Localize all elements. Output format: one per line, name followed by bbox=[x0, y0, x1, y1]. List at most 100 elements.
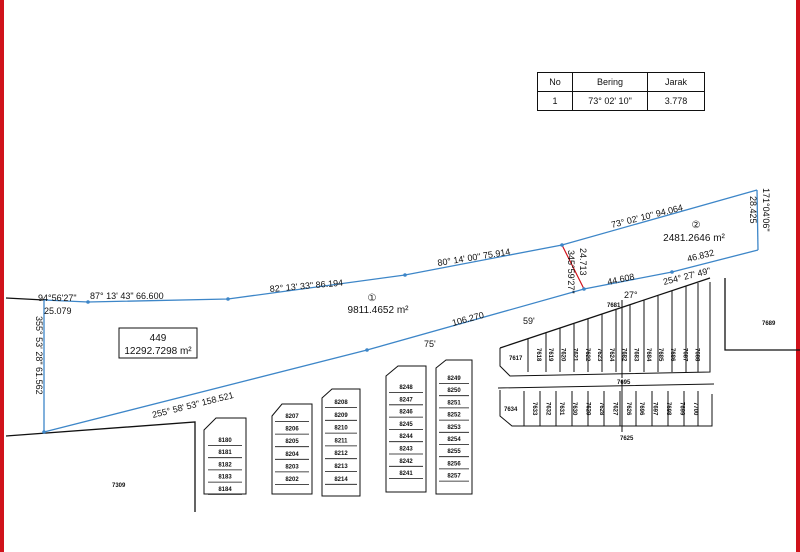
lot-number: 8212 bbox=[334, 451, 348, 457]
right-red-border bbox=[796, 0, 800, 552]
lot-number: 8253 bbox=[447, 425, 461, 431]
lot-number: 8243 bbox=[399, 447, 413, 453]
lot-number: 7627 bbox=[611, 402, 617, 416]
label-s3: 44.608 bbox=[606, 271, 635, 287]
parcel-2-number: ② bbox=[692, 220, 701, 231]
lot-number: 8213 bbox=[334, 464, 348, 470]
lot-number: 7629 bbox=[585, 402, 591, 416]
block-8248 bbox=[385, 365, 427, 493]
lot-number: 8182 bbox=[218, 462, 232, 468]
lot-number: 7631 bbox=[558, 402, 564, 416]
lot-number: 7620 bbox=[559, 348, 565, 362]
lot-number: 7697 bbox=[652, 402, 658, 416]
label-n6: 73° 02' 10" 94.064 bbox=[610, 202, 684, 230]
lot-number: 8181 bbox=[218, 450, 232, 456]
block-8202 bbox=[271, 403, 313, 495]
lot-number: 8208 bbox=[334, 400, 348, 406]
lot-7634: 7634 bbox=[504, 407, 518, 413]
lot-7617: 7617 bbox=[509, 356, 523, 362]
lot-number: 8205 bbox=[285, 439, 299, 445]
lot-number: 8207 bbox=[285, 414, 299, 420]
lot-number: 7618 bbox=[535, 348, 541, 362]
lot-number: 8246 bbox=[399, 410, 413, 416]
lot-number: 8250 bbox=[447, 388, 461, 394]
lot-number: 8257 bbox=[447, 474, 461, 480]
lot-number: 7632 bbox=[544, 402, 550, 416]
lot-number: 7633 bbox=[531, 402, 537, 416]
label-n5: 80° 14' 00" 75.914 bbox=[437, 247, 511, 268]
lot-number: 8249 bbox=[447, 376, 461, 382]
east-boundary bbox=[756, 189, 759, 251]
label-e2: 28.425 bbox=[748, 196, 758, 224]
lot-number: 8206 bbox=[285, 427, 299, 433]
table-cell-jarak: 3.778 bbox=[647, 91, 705, 111]
lot-number: 8202 bbox=[285, 477, 299, 483]
lot-number: 8254 bbox=[447, 437, 461, 443]
label-s5: 106.270 bbox=[451, 310, 485, 328]
lot-number: 8252 bbox=[447, 413, 461, 419]
lot-number: 7684 bbox=[645, 348, 651, 362]
lot-number: 8209 bbox=[334, 413, 348, 419]
lot-number: 7698 bbox=[665, 402, 671, 416]
lot-number: 8183 bbox=[218, 475, 232, 481]
lot-number: 7619 bbox=[547, 348, 553, 362]
lot-7617-outline bbox=[499, 282, 711, 377]
lot-7625: 7625 bbox=[620, 436, 634, 442]
lot-number: 7621 bbox=[572, 348, 578, 362]
lot-number: 8244 bbox=[399, 434, 413, 440]
left-red-border bbox=[0, 0, 4, 552]
lot-number: 8184 bbox=[218, 487, 232, 493]
lot-number: 7699 bbox=[678, 402, 684, 416]
neighbour-linework bbox=[5, 277, 800, 512]
parcel-split-line bbox=[561, 244, 585, 290]
lot-7617-group bbox=[497, 282, 715, 432]
lot-number: 7626 bbox=[625, 402, 631, 416]
parcel-2-area: 2481.2646 m² bbox=[663, 233, 725, 244]
label-m1: 24.713 bbox=[578, 248, 588, 276]
boundary-vertices bbox=[42, 243, 674, 434]
lot-number: 8248 bbox=[399, 385, 413, 391]
lot-number: 8242 bbox=[399, 459, 413, 465]
parcel-1-area: 9811.4652 m² bbox=[348, 305, 410, 316]
parcel-449-area: 12292.7298 m² bbox=[124, 346, 192, 357]
parcel-449-id: 449 bbox=[150, 333, 167, 344]
lot-7634-outline bbox=[497, 383, 715, 427]
parcel-449-box bbox=[118, 327, 198, 359]
label-s6: 59' bbox=[523, 316, 535, 326]
lot-number: 7685 bbox=[657, 348, 663, 362]
lot-number: 7683 bbox=[633, 348, 639, 362]
label-s4: 27° bbox=[624, 290, 638, 300]
lot-number: 8245 bbox=[399, 422, 413, 428]
lot-7634-dividers bbox=[523, 391, 699, 426]
lot-7681: 7681 bbox=[607, 303, 621, 309]
lot-7695: 7695 bbox=[617, 380, 631, 386]
lot-number: 7686 bbox=[669, 348, 675, 362]
lot-number: 8214 bbox=[334, 477, 348, 483]
lot-number: 8211 bbox=[334, 438, 348, 444]
road-edge-nw bbox=[5, 297, 45, 301]
table-header-row: No Bering Jarak bbox=[537, 72, 705, 92]
block-8180 bbox=[203, 417, 247, 495]
lot-columns: 8180818181828183818482078206820582048203… bbox=[208, 348, 700, 495]
lot-number: 8255 bbox=[447, 449, 461, 455]
lot-number: 8203 bbox=[285, 464, 299, 470]
label-w1: 355° 53' 28" 61.562 bbox=[34, 316, 44, 395]
lot-number: 7623 bbox=[596, 348, 602, 362]
label-n3: 87° 13' 43" 66.600 bbox=[90, 291, 164, 301]
lot-7309: 7309 bbox=[112, 483, 126, 489]
table-row: 1 73° 02' 10" 3.778 bbox=[537, 91, 705, 111]
lot-number: 7688 bbox=[694, 348, 700, 362]
north-boundary bbox=[43, 189, 758, 303]
lot-number: 8210 bbox=[334, 426, 348, 432]
lot-7689-boundary bbox=[724, 278, 800, 351]
lot-number: 7687 bbox=[681, 348, 687, 362]
lot-number: 7624 bbox=[608, 348, 614, 362]
lot-number: 8251 bbox=[447, 400, 461, 406]
lot-number: 7682 bbox=[620, 348, 626, 362]
lot-number: 8256 bbox=[447, 461, 461, 467]
lot-number: 7622 bbox=[584, 348, 590, 362]
label-n1: 94°56'27" bbox=[38, 293, 77, 303]
lot-7309-boundary bbox=[5, 421, 196, 512]
